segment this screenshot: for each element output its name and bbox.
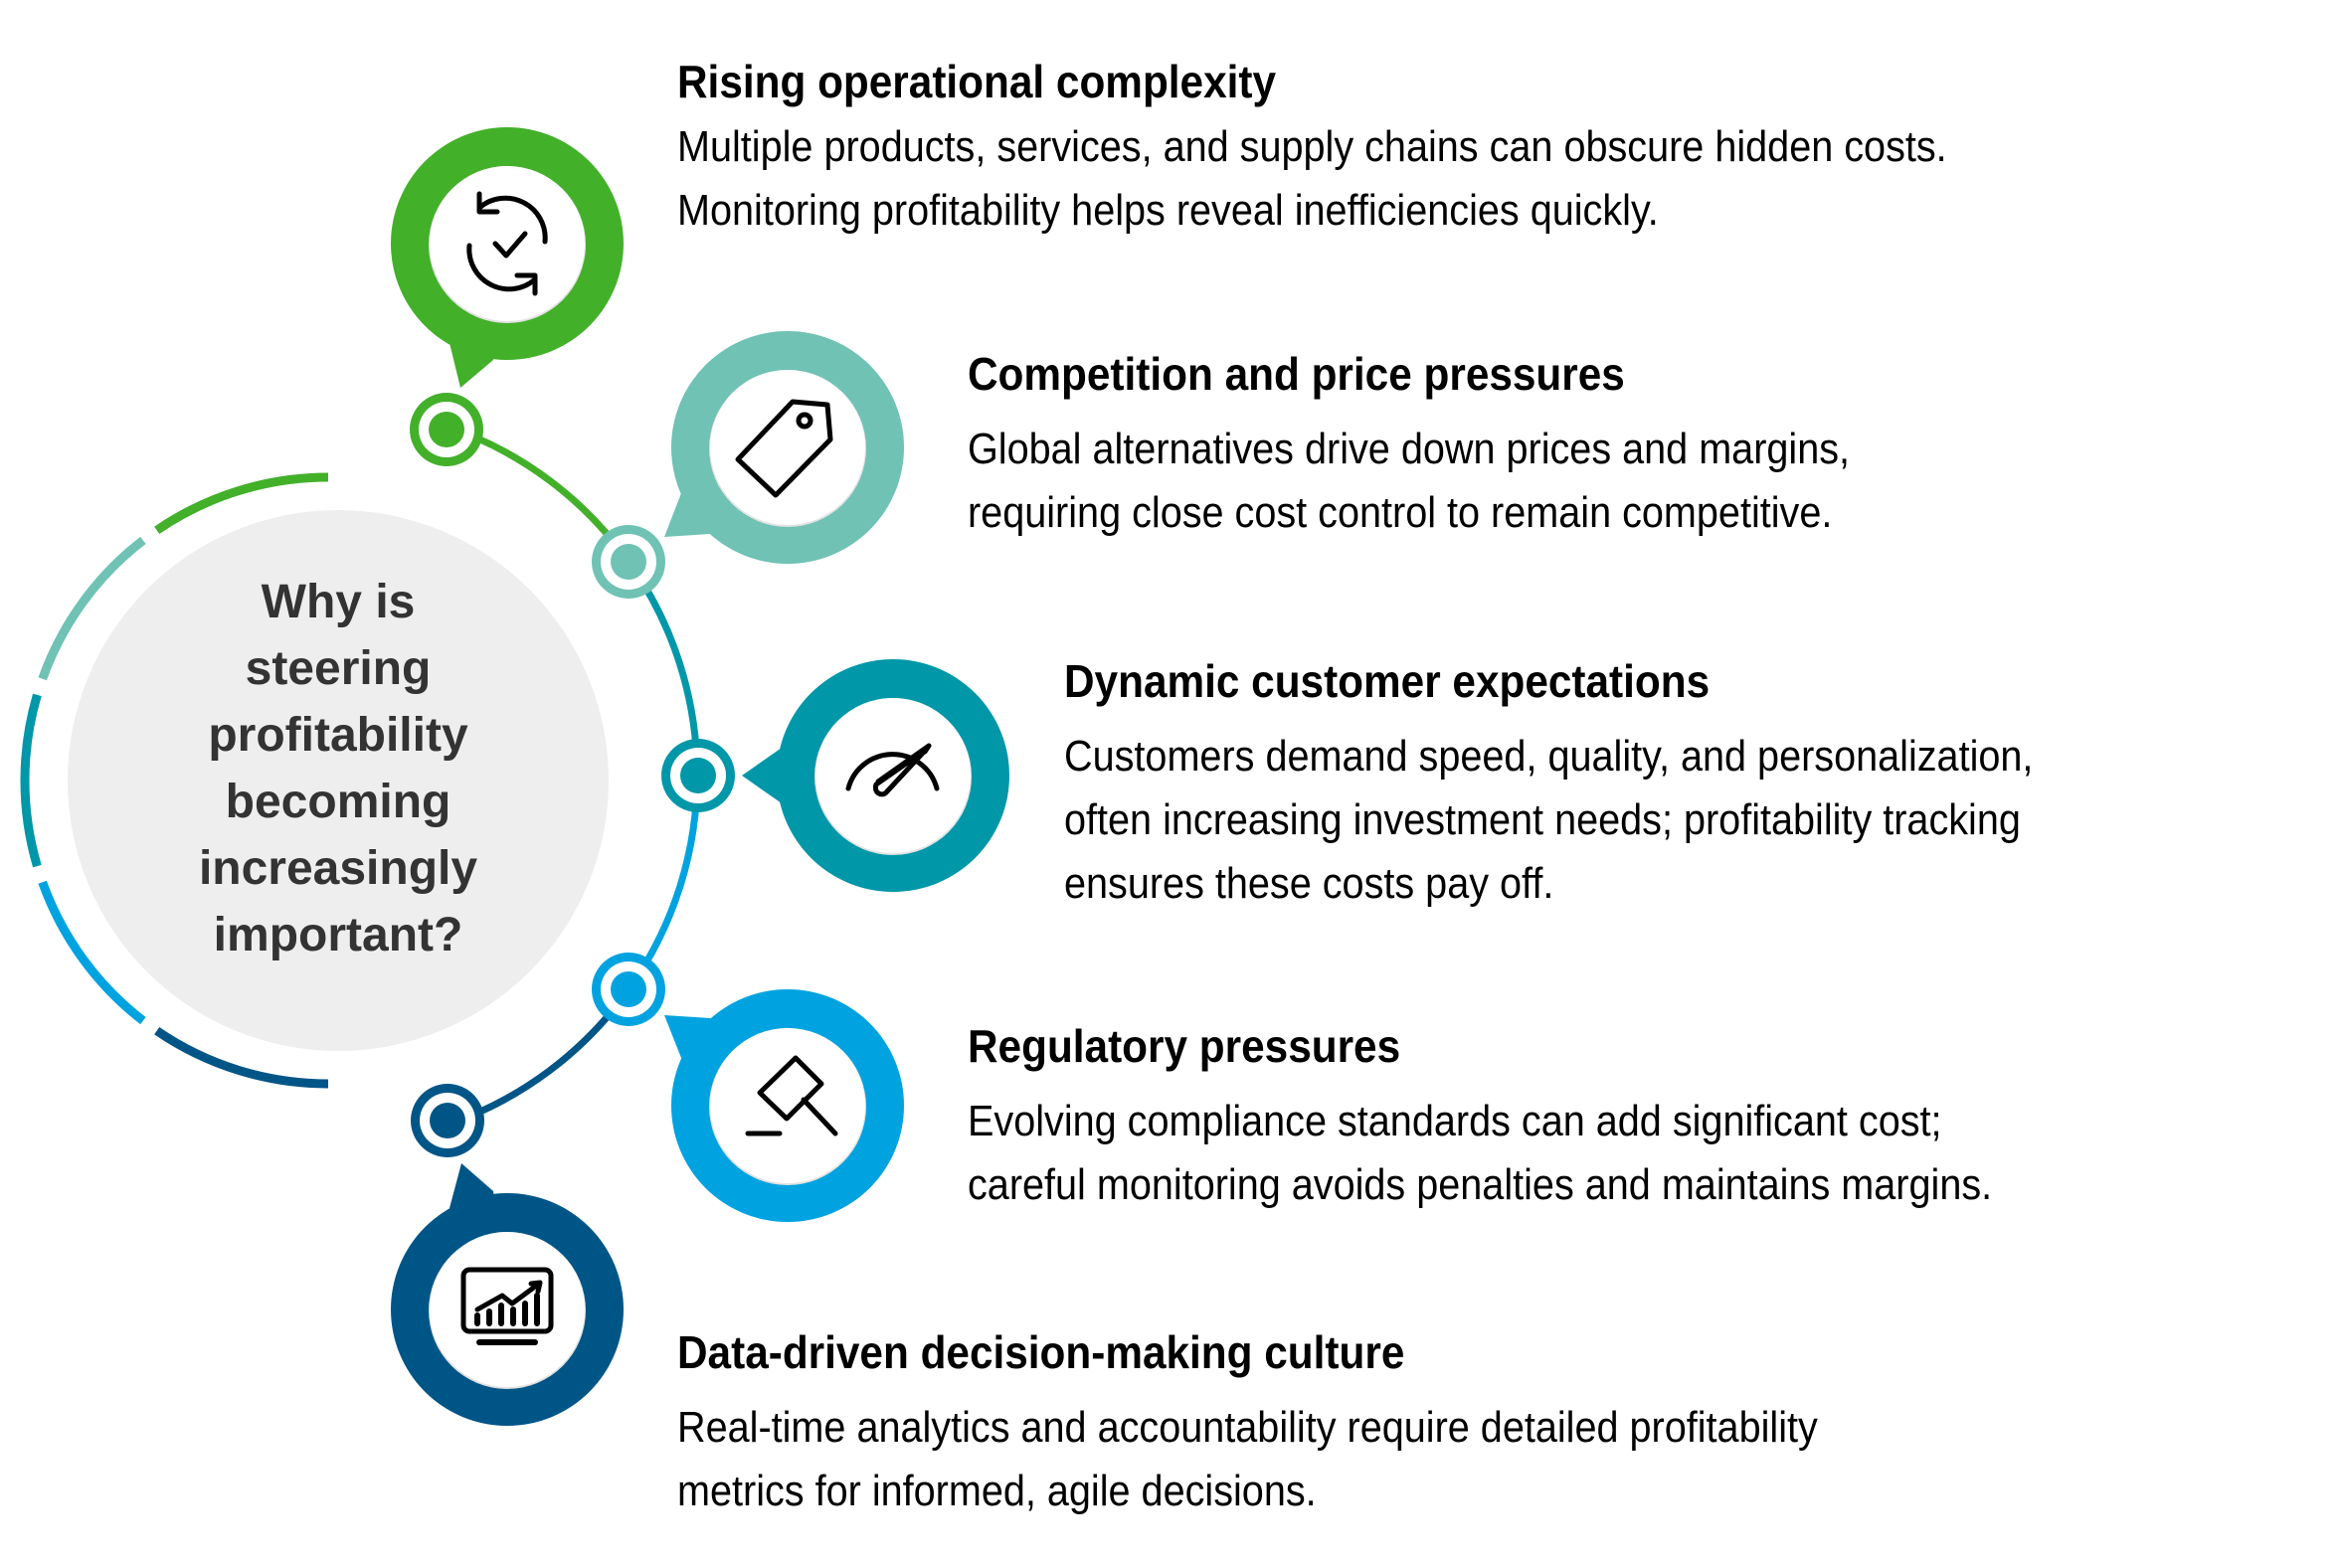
- reason-description: Multiple products, services, and supply …: [677, 115, 2088, 243]
- timeline-node: [410, 393, 483, 466]
- reason-item-data-driven: Data-driven decision-making culture Real…: [677, 1322, 1944, 1523]
- node-dot: [611, 971, 646, 1007]
- refresh-check-icon: [466, 191, 548, 296]
- reason-description-line: ensures these costs pay off.: [1064, 859, 1554, 908]
- bubble-inner: [430, 166, 585, 321]
- reason-title: Dynamic customer expectations: [1064, 655, 1711, 707]
- reason-description-line: Multiple products, services, and supply …: [677, 122, 1947, 171]
- gavel-icon: [745, 1055, 838, 1136]
- reason-description: Customers demand speed, quality, and per…: [1064, 725, 2141, 916]
- center-question-line: increasingly: [198, 842, 478, 895]
- timeline-node: [411, 1084, 484, 1157]
- reason-item-customer-expectations: Dynamic customer expectations Customers …: [1064, 651, 2141, 916]
- icon-bubble: [664, 331, 904, 564]
- timeline-node: [592, 525, 665, 599]
- bubble-inner: [430, 1232, 585, 1387]
- outer-ring-segment: [38, 536, 146, 681]
- reason-description-line: Monitoring profitability helps reveal in…: [677, 186, 1659, 235]
- analytics-monitor-icon: [460, 1267, 554, 1345]
- reason-description-line: careful monitoring avoids penalties and …: [968, 1160, 1993, 1209]
- center-question: Why is steering profitability becoming i…: [139, 569, 537, 968]
- node-dot: [680, 758, 716, 793]
- timeline-node: [592, 953, 665, 1026]
- reason-description-line: Real-time analytics and accountability r…: [677, 1403, 1818, 1452]
- node-dot: [430, 1103, 465, 1138]
- reason-description-line: metrics for informed, agile decisions.: [677, 1467, 1317, 1515]
- reason-item-competition: Competition and price pressures Global a…: [968, 344, 1948, 545]
- outer-ring-segment: [38, 880, 146, 1025]
- reason-description: Global alternatives drive down prices an…: [968, 418, 1948, 545]
- icon-bubble: [664, 989, 904, 1222]
- reason-item-operational-complexity: Rising operational complexity Multiple p…: [677, 52, 2088, 243]
- reason-title: Competition and price pressures: [968, 348, 1625, 400]
- reason-title: Regulatory pressures: [968, 1020, 1401, 1072]
- reason-description: Real-time analytics and accountability r…: [677, 1396, 1944, 1523]
- icons: [460, 191, 940, 1345]
- center-question-line: steering: [245, 642, 432, 695]
- reason-description-line: Global alternatives drive down prices an…: [968, 425, 1851, 473]
- center-circle: [68, 510, 609, 1051]
- reason-title: Data-driven decision-making culture: [677, 1326, 1405, 1378]
- speedometer-icon: [845, 743, 940, 797]
- reason-description-line: Evolving compliance standards can add si…: [968, 1097, 1942, 1145]
- reason-description: Evolving compliance standards can add si…: [968, 1090, 2106, 1217]
- price-tag-icon: [735, 399, 833, 498]
- center-question-line: profitability: [208, 709, 468, 762]
- timeline-nodes: [410, 393, 735, 1157]
- reason-description-line: Customers demand speed, quality, and per…: [1064, 732, 2034, 781]
- reason-description-line: requiring close cost control to remain c…: [968, 488, 1833, 537]
- icon-bubble: [391, 1163, 624, 1426]
- outer-ring-segment: [154, 472, 329, 535]
- node-dot: [429, 412, 464, 447]
- icon-bubble: [391, 127, 624, 388]
- reason-description-line: often increasing investment needs; profi…: [1064, 795, 2021, 844]
- bubble-inner: [710, 370, 865, 525]
- reason-item-regulatory: Regulatory pressures Evolving compliance…: [968, 1016, 2106, 1217]
- outer-ring-segment: [20, 693, 42, 868]
- center-question-line: becoming: [225, 776, 451, 828]
- icon-bubble: [742, 659, 1009, 892]
- timeline-node: [661, 739, 735, 812]
- bubble-inner: [710, 1028, 865, 1183]
- outer-ring-segment: [154, 1026, 329, 1089]
- node-dot: [611, 544, 646, 580]
- reason-title: Rising operational complexity: [677, 56, 1277, 107]
- center-question-line: important?: [213, 909, 463, 961]
- center-question-line: Why is: [261, 576, 416, 628]
- outer-ring-arc: [20, 472, 329, 1089]
